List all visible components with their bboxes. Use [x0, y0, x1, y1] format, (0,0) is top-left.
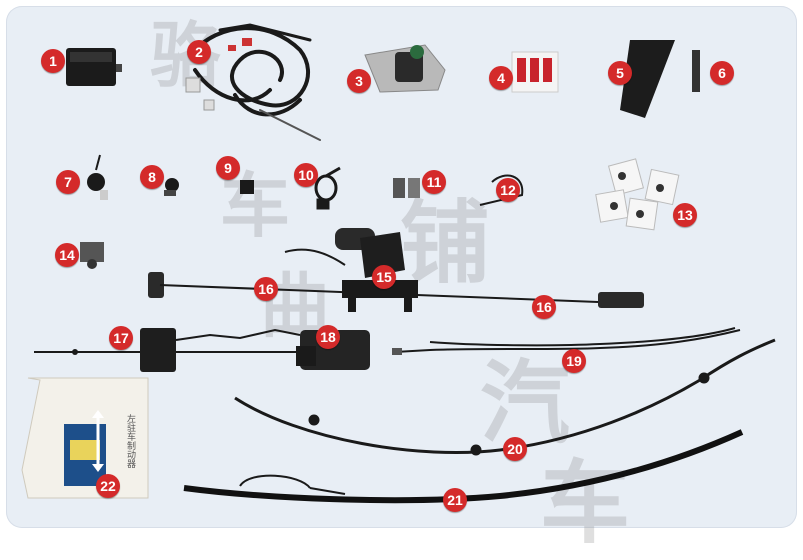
part-badge-17: 17 — [109, 326, 133, 350]
part-badge-8: 8 — [140, 165, 164, 189]
part-badge-1: 1 — [41, 49, 65, 73]
part-badge-13: 13 — [673, 203, 697, 227]
part-badge-21: 21 — [443, 488, 467, 512]
wiring-harness-part — [185, 23, 321, 141]
part-badge-2: 2 — [187, 40, 211, 64]
part-badge-6: 6 — [710, 61, 734, 85]
mounting-bracket-part — [620, 40, 675, 118]
part-badge-10: 10 — [294, 163, 318, 187]
part-badge-11: 11 — [422, 170, 446, 194]
product-image-frame: 骆 车 曲 铺 汽 车 — [6, 6, 797, 556]
brake-cable-17-part — [34, 328, 301, 372]
part-badge-5: 5 — [608, 61, 632, 85]
clip-14-part — [80, 242, 104, 269]
brake-cable-16-part — [148, 272, 644, 308]
brake-cable-19-part — [392, 327, 741, 355]
part-badge-18: 18 — [316, 325, 340, 349]
connector-11-part — [393, 178, 420, 198]
part-badge-12: 12 — [496, 178, 520, 202]
part-badge-16: 16 — [254, 277, 278, 301]
part-badge-16b: 16 — [532, 295, 556, 319]
instruction-card-part — [21, 377, 149, 499]
connector-7-part — [87, 154, 108, 200]
part-badge-20: 20 — [503, 437, 527, 461]
switch-bracket-part — [364, 44, 446, 93]
part-badge-14: 14 — [55, 243, 79, 267]
switch-9-part — [240, 180, 254, 194]
parking-brake-actuator-part — [284, 228, 418, 312]
part-badge-15: 15 — [372, 265, 396, 289]
parts-illustration — [21, 23, 776, 504]
control-module-part — [66, 48, 122, 86]
part-badge-4: 4 — [489, 66, 513, 90]
part-badge-3: 3 — [347, 69, 371, 93]
brake-cable-20-part — [234, 338, 776, 456]
cable-coil-10-part — [314, 166, 341, 210]
hardware-bags-part — [595, 158, 680, 231]
part-badge-9: 9 — [216, 156, 240, 180]
part-badge-19: 19 — [562, 349, 586, 373]
part-badge-22: 22 — [96, 474, 120, 498]
instruction-card-label: 左驻车制动器 — [125, 414, 135, 468]
small-bracket-part — [692, 50, 700, 92]
fuse-set-part — [511, 51, 559, 93]
part-badge-7: 7 — [56, 170, 80, 194]
cable-hose-21-part — [183, 429, 744, 504]
connector-8-part — [164, 178, 179, 196]
wire-12-part — [479, 174, 524, 206]
